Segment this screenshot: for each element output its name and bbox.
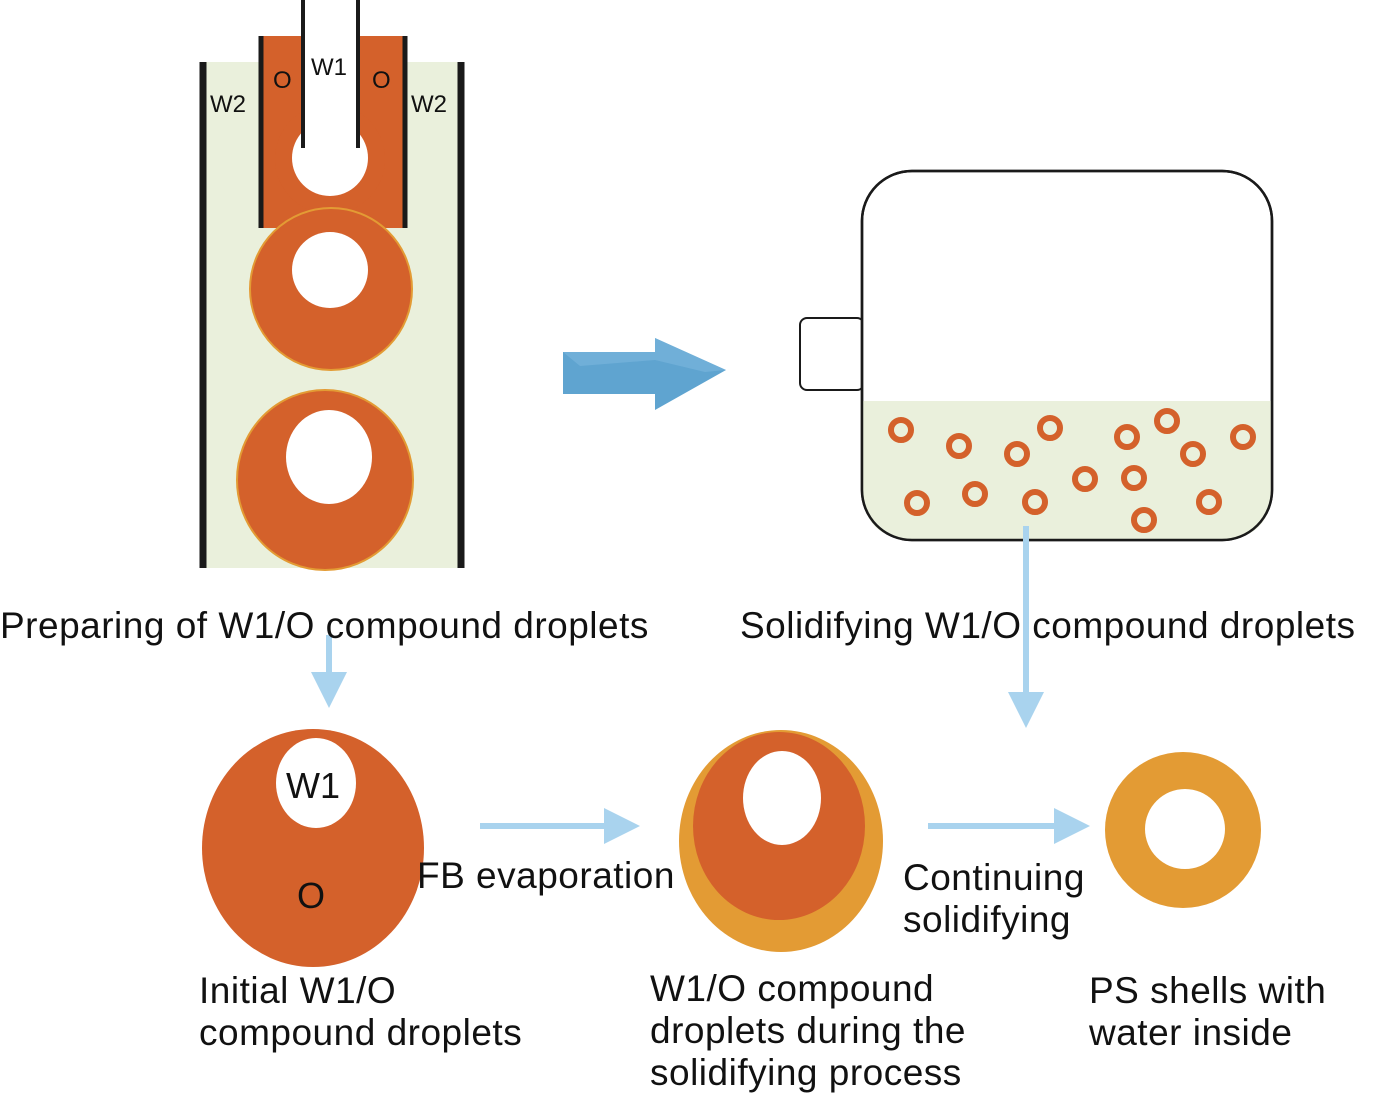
- arrow-label-continuing: Continuing solidifying: [903, 857, 1085, 940]
- forming-droplet-core: [292, 120, 368, 196]
- inner-phase-label: W1: [311, 54, 347, 81]
- suspended-droplet: [1121, 465, 1147, 491]
- suspended-droplet: [1022, 489, 1048, 515]
- suspended-droplet: [1180, 441, 1206, 467]
- microfluidic-device: [199, 0, 465, 571]
- arrow-label-evaporation: FB evaporation: [417, 855, 675, 896]
- suspended-droplet: [1230, 424, 1256, 450]
- oil-phase-label-right: O: [372, 67, 391, 94]
- suspended-droplet: [1037, 415, 1063, 441]
- channel-droplet-2-core: [286, 410, 372, 504]
- big-right-arrow-icon: [563, 338, 726, 410]
- outer-phase-label-right: W2: [411, 91, 447, 118]
- container-tab: [799, 317, 865, 391]
- suspended-droplet: [1004, 441, 1030, 467]
- caption-preparing: Preparing of W1/O compound droplets: [0, 605, 649, 646]
- initial-droplet: [202, 729, 424, 967]
- suspended-droplet: [1196, 489, 1222, 515]
- suspended-droplet: [1114, 424, 1140, 450]
- solidifying-droplet: [679, 730, 883, 952]
- droplet-outer-label: O: [297, 875, 326, 916]
- suspended-droplet: [888, 417, 914, 443]
- container-icon: [799, 169, 1274, 542]
- droplet-inner-label: W1: [286, 765, 340, 806]
- suspended-droplet: [1154, 408, 1180, 434]
- suspended-droplet: [904, 490, 930, 516]
- caption-shells: PS shells with water inside: [1089, 970, 1327, 1053]
- outer-phase-label-left: W2: [210, 91, 246, 118]
- container-liquid: [863, 401, 1271, 539]
- suspended-droplets: [888, 408, 1256, 533]
- suspended-droplet: [962, 481, 988, 507]
- caption-initial: Initial W1/O compound droplets: [199, 970, 523, 1053]
- ps-shell: [1105, 752, 1261, 908]
- suspended-droplet: [1131, 507, 1157, 533]
- suspended-droplet: [1072, 466, 1098, 492]
- oil-phase-label-left: O: [273, 67, 292, 94]
- channel-droplet-1-core: [292, 232, 368, 308]
- suspended-droplet: [946, 433, 972, 459]
- caption-solidifying: Solidifying W1/O compound droplets: [740, 605, 1356, 646]
- caption-during: W1/O compound droplets during the solidi…: [650, 968, 966, 1093]
